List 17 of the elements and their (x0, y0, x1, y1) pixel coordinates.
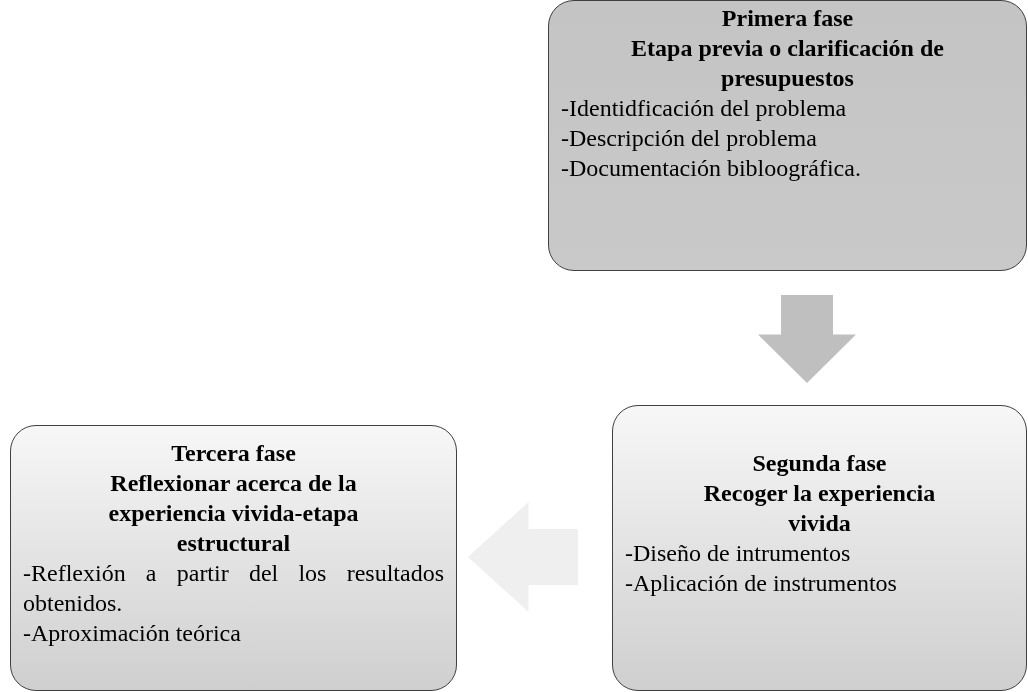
phase-box (548, 0, 1027, 271)
phase-subtitle: Etapa previa o clarificación de presupuestos (630, 34, 945, 93)
phase-step: -Aplicación de instrumentos (625, 568, 1014, 598)
phase-subtitle: Reflexionar acerca de la experiencia vivida-etapa estructural (107, 469, 360, 558)
phase-box (10, 425, 457, 691)
phase-title: Segunda fase (751, 449, 888, 478)
phase-title: Primera fase (720, 4, 855, 33)
phase-box (612, 405, 1027, 691)
phase-step: -Reflexión a partir del los resultados obtenidos. (23, 558, 444, 618)
phase-step: -Aproximación teórica (23, 618, 444, 648)
phase-step: -Identidficación del problema (561, 93, 1014, 123)
phase-subtitle: Recoger la experiencia vivida (702, 479, 937, 538)
phase-step: -Diseño de intrumentos (625, 538, 1014, 568)
phase-title: Tercera fase (170, 439, 297, 468)
phase-step: -Descripción del problema (561, 123, 1014, 153)
phase-step: -Documentación bibloográfica. (561, 153, 1014, 183)
block-arrow (758, 295, 856, 383)
